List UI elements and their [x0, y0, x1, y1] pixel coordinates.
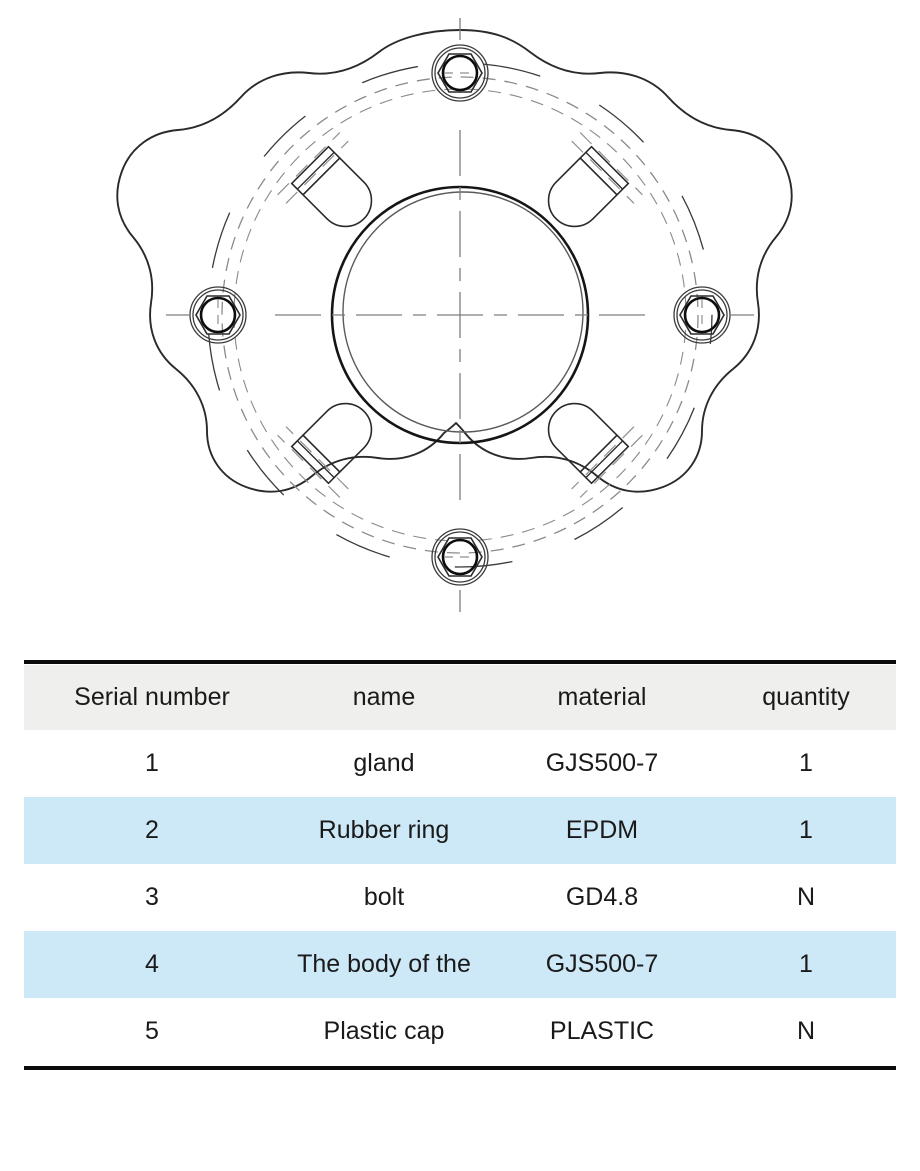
cell-material: PLASTIC [549, 1017, 655, 1045]
table-bottom-rule [24, 1066, 896, 1070]
cell-name: bolt [363, 883, 405, 911]
bolt-west [189, 286, 247, 344]
bolt-hex-head-icon [437, 537, 483, 577]
cell-serial: 4 [145, 950, 159, 978]
cell-serial: 1 [145, 749, 159, 777]
cell-name: Plastic cap [323, 1017, 445, 1045]
table-row: 5 Plastic cap PLASTIC N [24, 998, 896, 1065]
bolt-hole-icon [199, 296, 237, 334]
table-row: 1 gland GJS500-7 1 [24, 730, 896, 797]
table-header: Serial number name material quantity [24, 665, 896, 730]
bolt-south [431, 528, 489, 586]
cell-serial: 5 [145, 1017, 159, 1045]
column-header-name: name [352, 683, 416, 711]
cell-name: Rubber ring [318, 816, 450, 844]
centerline-cross [275, 130, 645, 500]
table-row: 3 bolt GD4.8 N [24, 864, 896, 931]
cell-quantity: N [796, 883, 816, 911]
bolt-hole-icon [441, 538, 479, 576]
cell-quantity: 1 [799, 816, 813, 844]
bolt-east [673, 286, 731, 344]
column-header-serial: Serial number [74, 683, 230, 711]
cell-quantity: N [796, 1017, 816, 1045]
bolt-hex-head-icon [195, 295, 241, 335]
table-header-row: Serial number name material quantity [24, 665, 896, 730]
cell-name: gland [353, 749, 415, 777]
bolt-centerline-stubs [166, 18, 754, 612]
cell-material: GJS500-7 [545, 950, 659, 978]
lug-hidden-lines [277, 132, 643, 498]
table-body: 1 gland GJS500-7 1 2 Rubber ring EPDM 1 … [24, 730, 896, 1065]
table-top-rule [24, 660, 896, 664]
cell-serial: 3 [145, 883, 159, 911]
table-row: 4 The body of the GJS500-7 1 [24, 931, 896, 998]
flange-assembly-drawing [116, 18, 793, 612]
cell-material: GD4.8 [565, 883, 639, 911]
bolt-hex-head-icon [679, 295, 725, 335]
bolt-hole-icon [441, 54, 479, 92]
cell-material: GJS500-7 [545, 749, 659, 777]
cell-name: The body of the [297, 950, 471, 978]
column-header-material: material [557, 683, 647, 711]
cell-quantity: 1 [799, 950, 813, 978]
parts-table-section: Serial number name material quantity 1 g… [24, 660, 896, 1070]
parts-table: Serial number name material quantity 1 g… [24, 665, 896, 1065]
table-row: 2 Rubber ring EPDM 1 [24, 797, 896, 864]
bolt-hole-icon [683, 296, 721, 334]
cell-material: EPDM [565, 816, 639, 844]
cell-serial: 2 [145, 816, 159, 844]
bolt-group [189, 44, 731, 586]
flange-inner-ring-outline [207, 62, 713, 568]
cell-quantity: 1 [799, 749, 813, 777]
technical-drawing-panel [116, 18, 793, 612]
column-header-quantity: quantity [762, 683, 850, 711]
bolt-hex-head-icon [437, 53, 483, 93]
bolt-north [431, 44, 489, 102]
flange-outer-outline [116, 29, 793, 493]
